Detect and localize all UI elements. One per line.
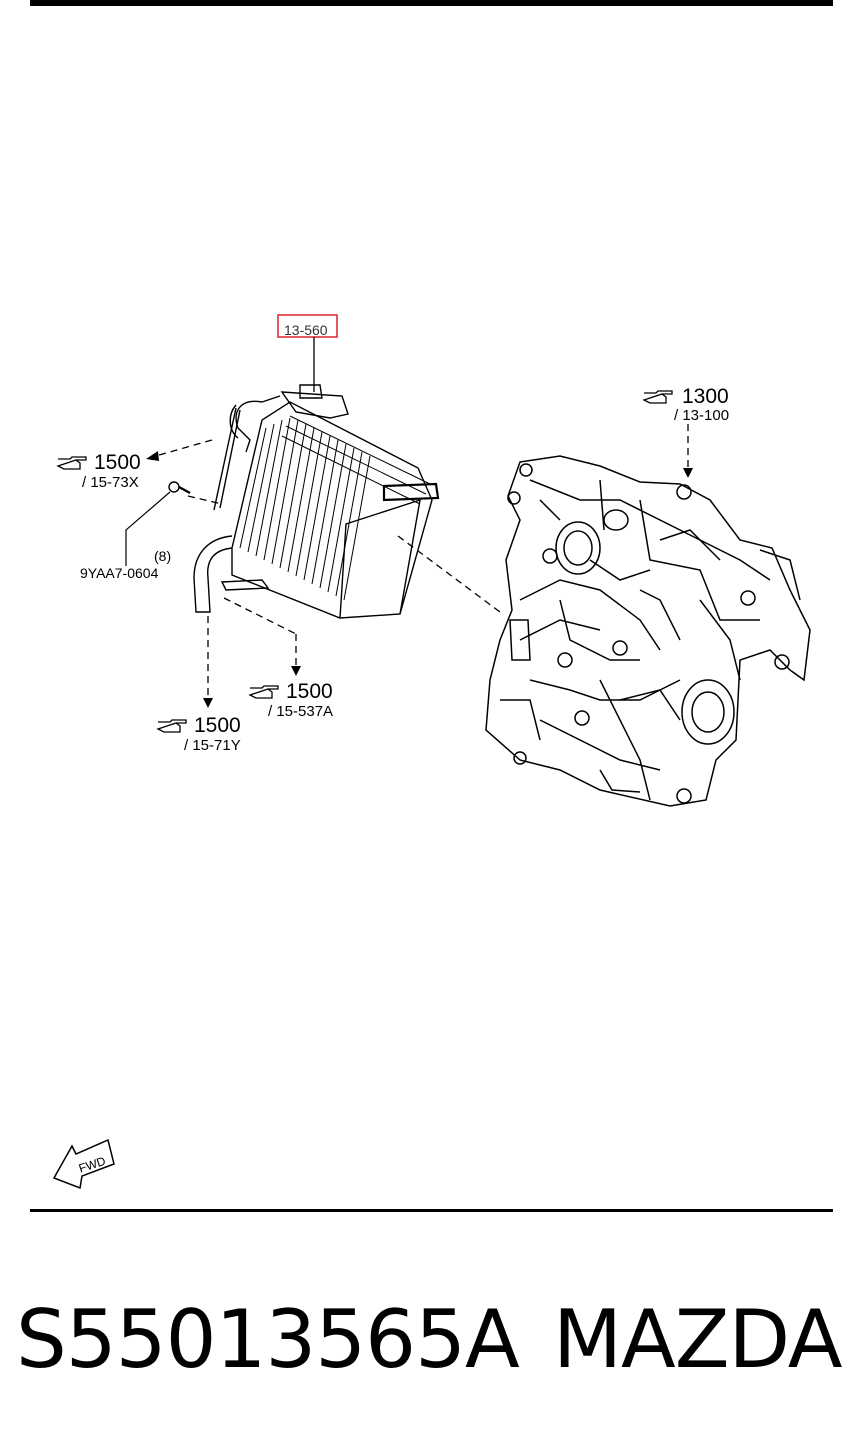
bolt-quantity: (8) <box>154 548 171 564</box>
reference-1300-13-100[interactable]: 1300 / 13-100 <box>642 385 729 424</box>
leader-lines <box>151 424 689 700</box>
engine-housing-illustration <box>485 455 811 807</box>
ref-sub: / 15-537A <box>268 703 333 720</box>
bolt-leader-line <box>125 491 171 566</box>
top-rule <box>30 0 833 6</box>
bolt-part-number: 9YAA7-0604 <box>80 565 159 581</box>
ref-code: 1300 <box>682 385 729 408</box>
bottom-rule <box>30 1209 833 1212</box>
footer-part-number: S55013565A <box>16 1293 520 1386</box>
highlight-box <box>277 314 338 338</box>
hand-pointer-icon <box>56 456 87 470</box>
hand-pointer-icon <box>642 390 673 404</box>
highlighted-part-label: 13-560 <box>284 322 328 338</box>
ref-sub: / 15-73X <box>82 474 139 491</box>
ref-code: 1500 <box>94 451 141 474</box>
reference-1500-15-537a[interactable]: 1500 / 15-537A <box>248 680 333 720</box>
ref-code: 1500 <box>194 714 241 737</box>
fwd-arrow-icon: FWD <box>52 1138 115 1190</box>
bolt-callout[interactable]: (8) 9YAA7-0604 <box>80 548 171 581</box>
footer: S55013565A MAZDA <box>0 1290 864 1390</box>
reference-1500-15-73x[interactable]: 1500 / 15-73X <box>56 451 141 491</box>
arrowheads <box>146 451 693 708</box>
callout-13-560[interactable]: 13-560 <box>277 314 338 392</box>
ref-sub: / 13-100 <box>674 407 729 424</box>
reference-1500-15-71y[interactable]: 1500 / 15-71Y <box>156 714 241 754</box>
hand-pointer-icon <box>248 685 279 699</box>
hand-pointer-icon <box>156 719 187 733</box>
footer-brand: MAZDA <box>553 1293 842 1386</box>
oil-cooler-illustration <box>168 384 440 619</box>
ref-sub: / 15-71Y <box>184 737 241 754</box>
ref-code: 1500 <box>286 680 333 703</box>
